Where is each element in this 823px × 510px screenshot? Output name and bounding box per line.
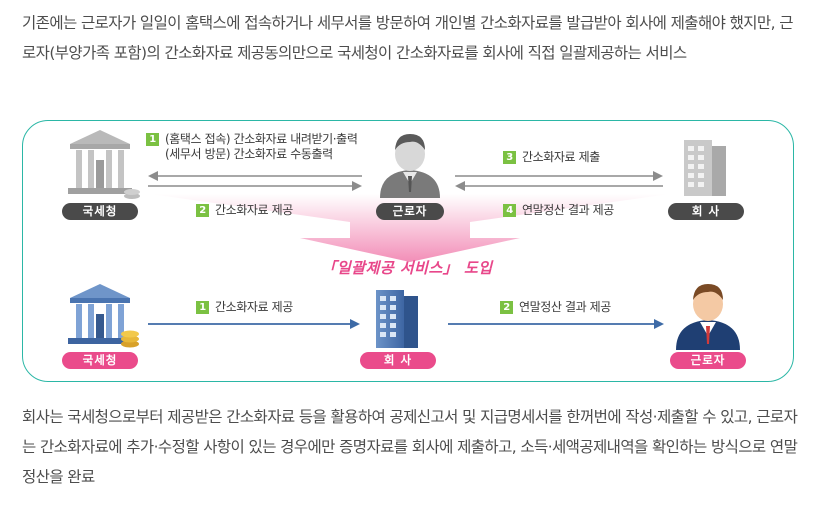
nts-label-after: 국세청: [62, 352, 138, 369]
worker-label-before: 근로자: [376, 203, 444, 220]
step-2-before: 2 간소화자료 제공: [196, 203, 293, 218]
worker-color-icon: [676, 284, 740, 350]
step-2-text: 간소화자료 제공: [215, 203, 293, 217]
step-number: 1: [146, 133, 159, 146]
step-3-before: 3 간소화자료 제출: [503, 150, 600, 165]
step-number: 3: [503, 151, 516, 164]
funnel-arrow-icon: [150, 194, 670, 262]
arrow-worker-to-nts: [148, 171, 362, 181]
arrow-company-to-worker-after: [448, 319, 664, 329]
arrow-nts-to-company: [148, 319, 360, 329]
step-1-line-1: (홈택스 접속) 간소화자료 내려받기·출력: [165, 132, 358, 146]
worker-label-after: 근로자: [670, 352, 746, 369]
office-building-gray-icon: [684, 140, 726, 196]
nts-label-before: 국세청: [62, 203, 138, 220]
outro-paragraph: 회사는 국세청으로부터 제공받은 간소화자료 등을 활용하여 공제신고서 및 지…: [22, 408, 798, 486]
arrow-nts-to-worker: [148, 181, 362, 191]
step-1-before: 1 (홈택스 접속) 간소화자료 내려받기·출력 (세무서 방문) 간소화자료 …: [146, 132, 358, 162]
step-2-after: 2 연말정산 결과 제공: [500, 300, 611, 315]
step-4-text: 연말정산 결과 제공: [522, 203, 614, 217]
step-number: 2: [196, 204, 209, 217]
company-label-before: 회 사: [668, 203, 744, 220]
step-number: 4: [503, 204, 516, 217]
worker-gray-icon: [380, 134, 440, 198]
service-banner: 「일괄제공 서비스」 도입: [321, 259, 493, 277]
step-1-line-2: (세무서 방문) 간소화자료 수동출력: [165, 147, 333, 161]
arrow-company-to-worker: [455, 181, 663, 191]
step-4-before: 4 연말정산 결과 제공: [503, 203, 614, 218]
step-number: 2: [500, 301, 513, 314]
step-number: 1: [196, 301, 209, 314]
company-label-after: 회 사: [360, 352, 436, 369]
step-3-text: 간소화자료 제출: [522, 150, 600, 164]
step-1-after: 1 간소화자료 제공: [196, 300, 293, 315]
arrow-worker-to-company: [455, 171, 663, 181]
step-1-after-text: 간소화자료 제공: [215, 300, 293, 314]
nts-building-blue-icon: [68, 284, 139, 348]
office-building-blue-icon: [376, 290, 418, 348]
intro-paragraph: 기존에는 근로자가 일일이 홈택스에 접속하거나 세무서를 방문하여 개인별 간…: [22, 14, 794, 62]
nts-building-gray-icon: [68, 130, 140, 199]
step-2-after-text: 연말정산 결과 제공: [519, 300, 611, 314]
